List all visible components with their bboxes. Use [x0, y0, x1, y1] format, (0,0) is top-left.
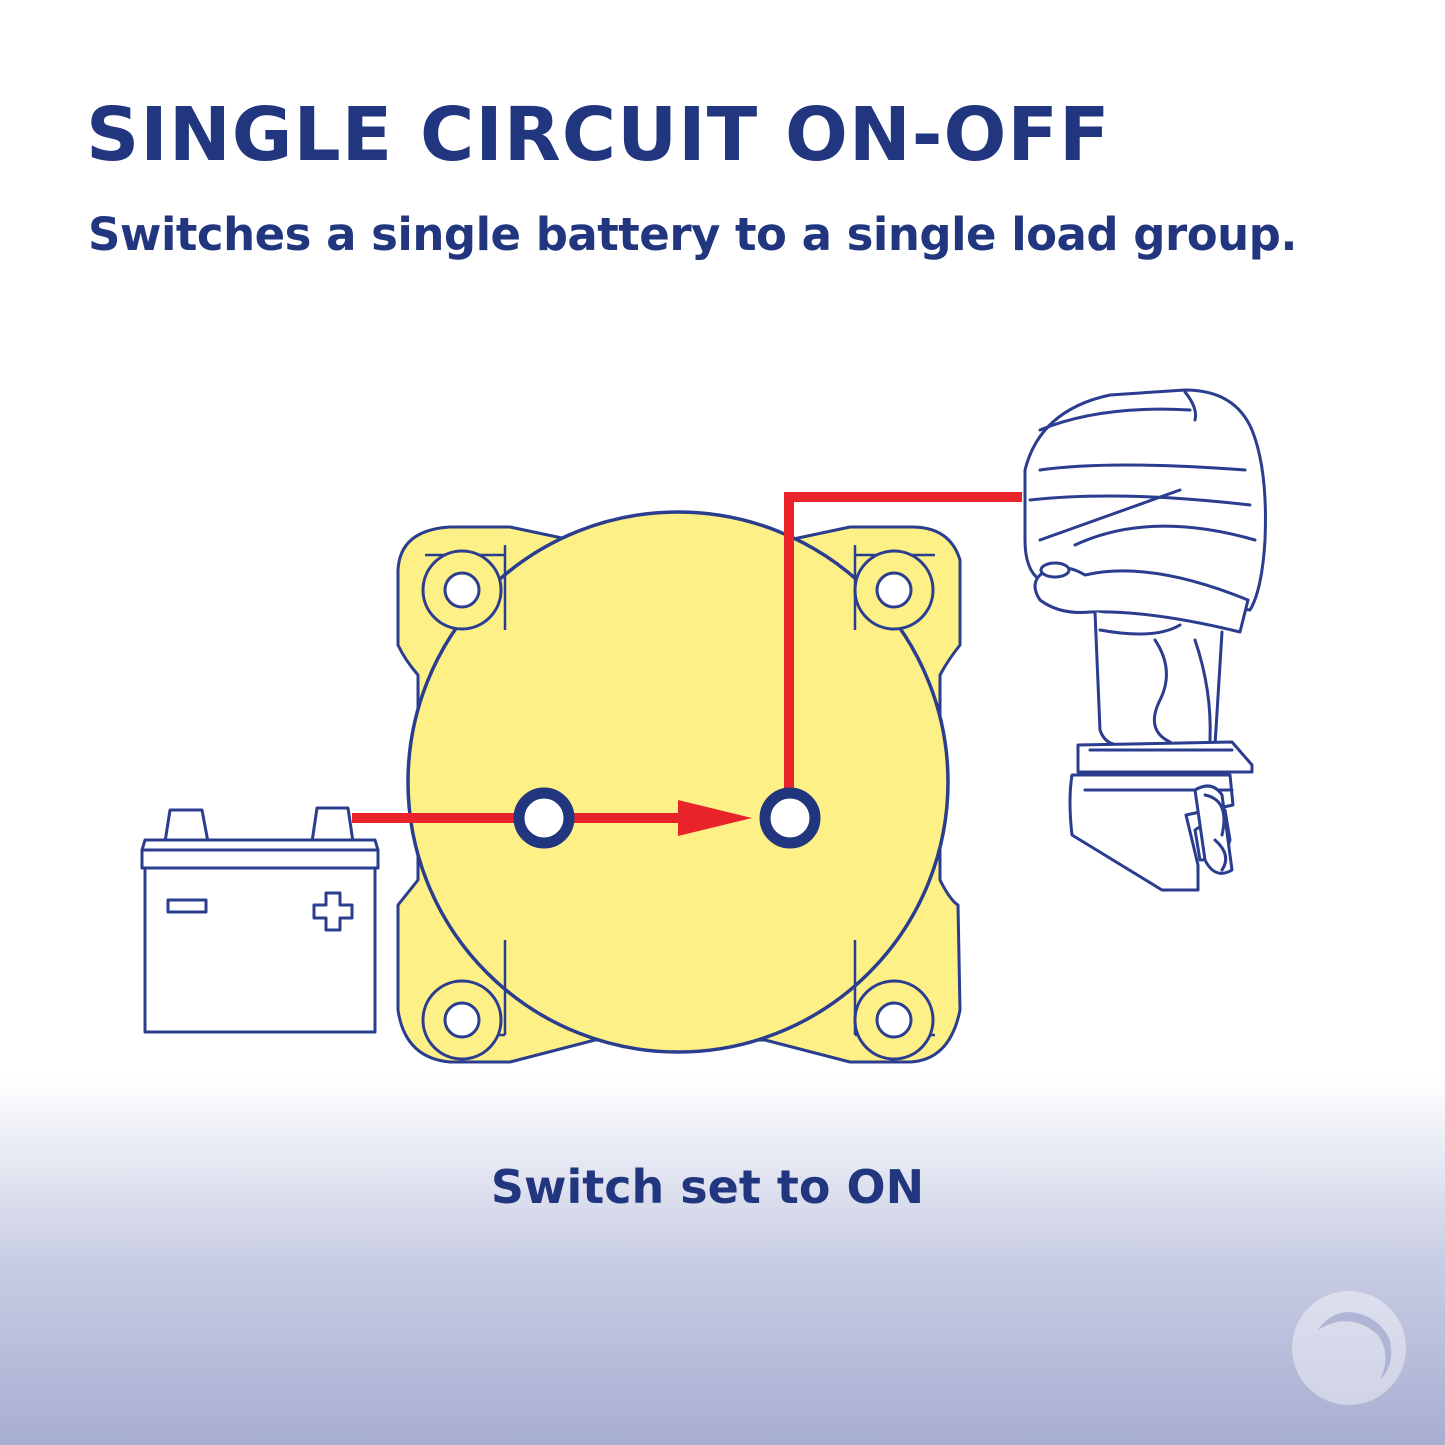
- mounting-hole-top-left: [421, 549, 503, 631]
- battery-positive-icon: [312, 891, 354, 932]
- page-subtitle: Switches a single battery to a single lo…: [88, 208, 1297, 261]
- mounting-hole-top-right: [853, 549, 935, 631]
- switch-state-caption: Switch set to ON: [490, 1160, 925, 1214]
- brand-logo-icon: [1292, 1291, 1406, 1405]
- page-title: SINGLE CIRCUIT ON-OFF: [86, 92, 1111, 178]
- mounting-hole-bottom-right: [853, 979, 935, 1061]
- outboard-motor-icon: [1023, 388, 1267, 892]
- mounting-hole-bottom-left: [421, 979, 503, 1061]
- battery-icon: [140, 806, 380, 1034]
- terminal-battery-in: [513, 787, 575, 849]
- current-flow-arrow-icon: [678, 800, 752, 836]
- terminal-load-out: [759, 787, 821, 849]
- battery-negative-icon: [166, 898, 208, 914]
- battery-switch-icon: [396, 510, 962, 1064]
